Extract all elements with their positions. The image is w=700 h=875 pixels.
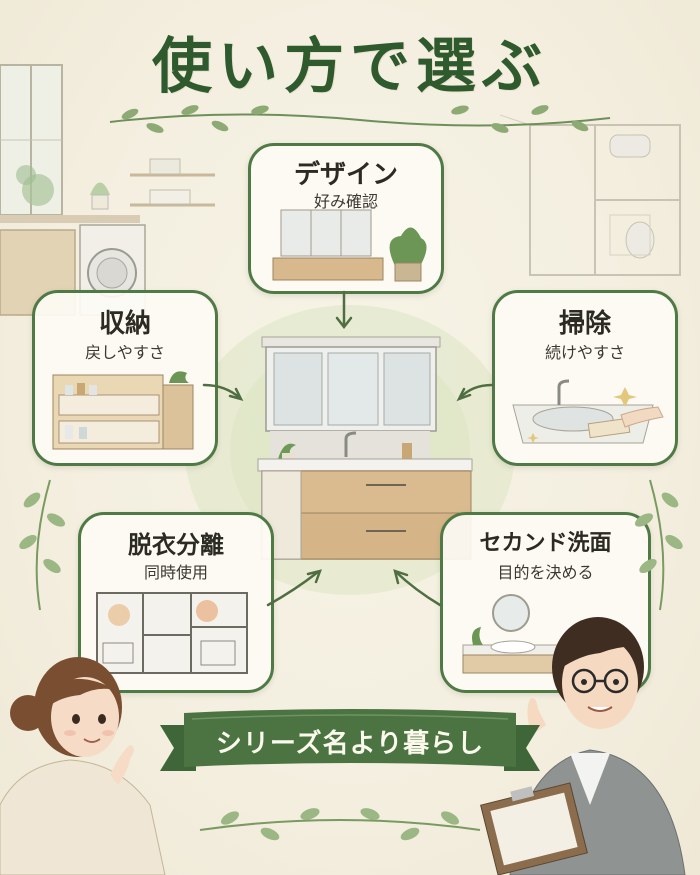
cleaning-subtitle: 続けやすさ <box>544 343 625 362</box>
right-vine-decoration <box>634 479 683 611</box>
bottom-leaf-decoration <box>199 808 481 841</box>
left-vine-decoration <box>19 479 66 611</box>
bottom-banner: シリーズ名より暮らし <box>160 703 540 783</box>
storage-drawer-icon <box>52 371 194 450</box>
second-subtitle: 目的を決める <box>497 563 594 582</box>
dressing-subtitle: 同時使用 <box>143 563 208 582</box>
cleaning-heading: 掃除 <box>558 309 611 339</box>
title-vine-decoration <box>109 105 611 133</box>
dressing-heading: 脱衣分離 <box>128 530 224 559</box>
arrow-dressing <box>266 570 320 607</box>
design-card: デザイン 好み確認 <box>248 143 444 294</box>
storage-subtitle: 戻しやすさ <box>85 343 165 362</box>
wiping-sink-icon <box>512 379 664 444</box>
arrow-storage <box>202 383 242 400</box>
banner-text: シリーズ名より暮らし <box>215 729 485 759</box>
page-title: 使い方で選ぶ <box>152 32 548 102</box>
second-washbasin-card: セカンド洗面 目的を決める <box>440 512 651 693</box>
ribbon-shape <box>160 709 540 771</box>
storage-heading: 収納 <box>98 309 151 339</box>
floorplan-icon <box>96 592 248 674</box>
dressing-separation-card: 脱衣分離 同時使用 <box>78 512 274 693</box>
design-heading: デザイン <box>293 160 398 190</box>
woman-illustration <box>0 657 166 875</box>
arrow-second <box>394 570 442 607</box>
mirror-cabinet-icon <box>272 209 427 282</box>
cleaning-card: 掃除 続けやすさ <box>492 290 678 466</box>
storage-card: 収納 戻しやすさ <box>32 290 218 466</box>
arrow-cleaning <box>458 383 494 400</box>
floorplan-sketch <box>500 114 681 276</box>
design-subtitle: 好み確認 <box>313 192 378 211</box>
second-heading: セカンド洗面 <box>479 530 612 556</box>
